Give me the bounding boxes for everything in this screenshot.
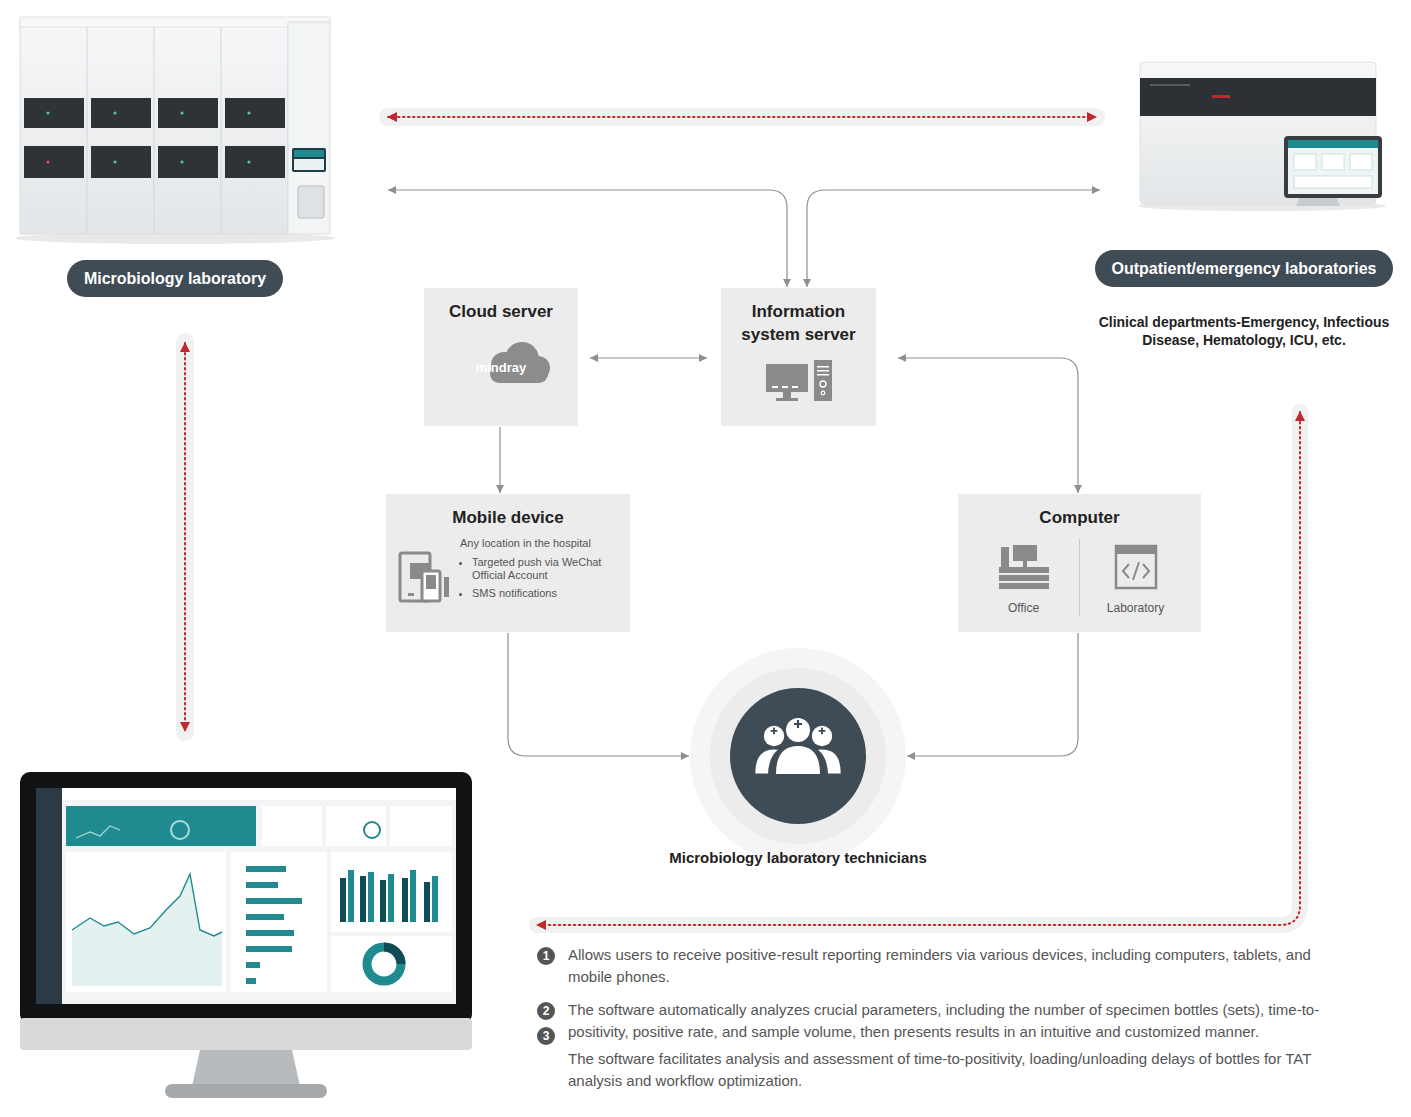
cloud-logo: mindray [461, 339, 541, 387]
note-text: The software facilitates analysis and as… [568, 1048, 1358, 1092]
callout-number: 1 [537, 947, 555, 965]
people-circle-graphic [690, 648, 906, 864]
data-connector [807, 190, 1100, 287]
info-box: Information system server [721, 288, 876, 426]
icon-column: Laboratory [1079, 539, 1191, 616]
data-connector [590, 357, 707, 358]
brand-name: mindray [476, 360, 527, 376]
note-text: The software automatically analyzes cruc… [568, 999, 1358, 1043]
people-circle [690, 648, 906, 864]
bullet-item: Targeted push via WeChat Official Accoun… [472, 556, 618, 582]
box-title: Information system server [731, 300, 866, 346]
content-row: Any location in the hospitalTargeted pus… [396, 537, 620, 607]
data-connector [508, 633, 689, 756]
mobile-icon-graphic [396, 547, 452, 607]
content-row: Office Laboratory [968, 539, 1191, 616]
text-column: Any location in the hospitalTargeted pus… [460, 537, 618, 605]
department-note: Clinical departments-Emergency, Infectio… [1082, 313, 1406, 349]
server-icon [764, 356, 834, 404]
box-title: Computer [1039, 506, 1119, 529]
analyzer-illustration [1138, 62, 1386, 211]
callout-number: 3 [537, 1027, 555, 1045]
lab-node: Outpatient/emergency laboratoriesClinica… [1082, 50, 1406, 360]
box-title: Mobile device [452, 506, 563, 529]
note-text: Allows users to receive positive-result … [568, 944, 1358, 988]
data-connector [898, 358, 1078, 493]
office-icon-graphic [999, 543, 1049, 591]
lab-label: Outpatient/emergency laboratories [1095, 250, 1394, 287]
analyzer-illustration [15, 17, 335, 244]
data-connector [388, 190, 787, 287]
icon-caption: Office [1008, 601, 1039, 616]
group-label: Microbiology laboratory technicians [630, 848, 966, 867]
callout-number: 2 [537, 1002, 555, 1020]
link-band [388, 108, 1096, 126]
lab-node: Microbiology laboratory [20, 15, 330, 297]
box-title: Cloud server [449, 300, 553, 323]
icon-caption: Laboratory [1107, 601, 1164, 616]
server-icon-graphic [764, 356, 834, 404]
mobile-icon [396, 547, 452, 607]
office-icon [999, 543, 1049, 591]
bullet-item: SMS notifications [472, 587, 618, 600]
laboratory-icon-graphic [1111, 543, 1161, 591]
info-box: ComputerOffice Laboratory [958, 494, 1201, 632]
data-connector [907, 633, 1078, 756]
body-text: Any location in the hospital [460, 537, 618, 550]
people-node: Microbiology laboratory technicians [690, 648, 906, 864]
data-connector [499, 427, 500, 493]
info-box: Mobile deviceAny location in the hospita… [386, 494, 630, 632]
icon-column: Office [968, 539, 1079, 616]
laboratory-icon [1111, 543, 1161, 591]
dashboard-monitor [20, 772, 472, 1098]
info-box: Cloud server mindray [424, 288, 578, 426]
lab-label: Microbiology laboratory [67, 260, 283, 297]
dotted-link [388, 116, 1096, 118]
bullet-list: Targeted push via WeChat Official Accoun… [460, 556, 618, 600]
